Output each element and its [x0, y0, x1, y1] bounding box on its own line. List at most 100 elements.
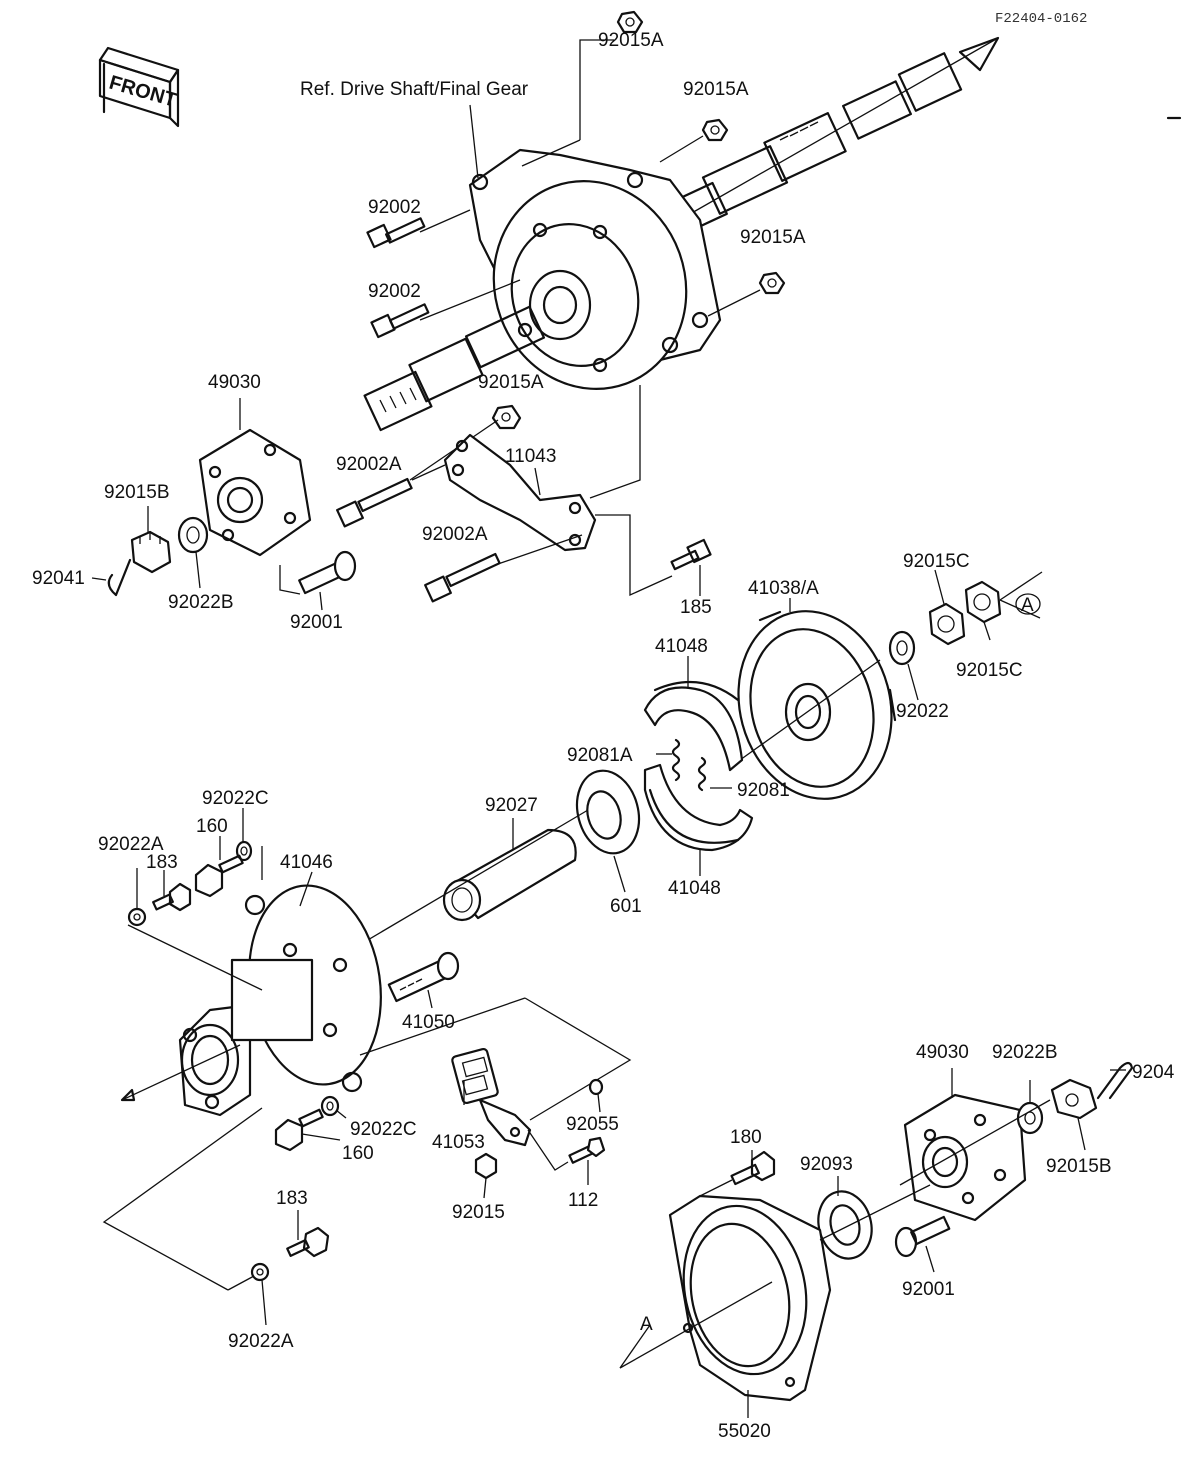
label-92055: 92055 [566, 1114, 619, 1135]
label-92002A-1: 92002A [336, 454, 402, 475]
bolt-92002A-upper [336, 477, 413, 528]
label-92001-2: 92001 [902, 1279, 955, 1300]
label-92002A-2: 92002A [422, 524, 488, 545]
washer-92022B-right [1016, 1101, 1044, 1135]
brake-cam-41050 [387, 951, 460, 1003]
axle-shaft-short [363, 305, 546, 432]
label-92022A-2: 92022A [228, 1331, 294, 1352]
bearing-holder-49030-left [198, 428, 312, 557]
brake-panel-41046 [178, 884, 382, 1117]
label-11043: 11043 [505, 446, 556, 467]
label-A-2: A [640, 1314, 653, 1335]
label-49030-2: 49030 [916, 1042, 969, 1063]
castle-nut-92015B-right [1050, 1078, 1098, 1120]
castle-nut-92015B-left [130, 530, 172, 574]
nut-92015A-top [616, 10, 644, 34]
label-41038A: 41038/A [748, 578, 819, 599]
brake-drum-41038A [737, 610, 897, 800]
label-49030-1: 49030 [208, 372, 261, 393]
spring-92081 [697, 756, 707, 792]
spring-92081A [671, 738, 681, 782]
label-183-2: 183 [276, 1188, 308, 1209]
label-92022C-1: 92022C [202, 788, 269, 809]
label-92022: 92022 [896, 701, 949, 722]
bolt-180 [730, 1150, 776, 1186]
cotter-pin-92041 [107, 558, 132, 597]
bolt-92001-left [298, 550, 357, 595]
label-92081A: 92081A [567, 745, 633, 766]
label-92093: 92093 [800, 1154, 853, 1175]
nut-92015A-mid [701, 118, 729, 142]
nut-92015C-inner [928, 602, 966, 646]
label-185: 185 [680, 597, 712, 618]
brake-lever-41053 [451, 1047, 532, 1147]
washer-92022C-lower [320, 1095, 340, 1117]
cotter-pin-9204 [1096, 1061, 1134, 1100]
label-41048-2: 41048 [668, 878, 721, 899]
washer-92022A-lower [250, 1262, 270, 1282]
label-180: 180 [730, 1127, 762, 1148]
label-160-2: 160 [342, 1143, 374, 1164]
final-gear-case [468, 148, 722, 390]
nut-92015 [474, 1152, 498, 1180]
bolt-92001-right [894, 1215, 951, 1258]
bracket-11043 [443, 433, 597, 552]
bolt-112 [568, 1136, 606, 1164]
label-92015C-1: 92015C [903, 551, 970, 572]
axle-shaft-long [666, 36, 1000, 237]
label-92081: 92081 [737, 780, 790, 801]
nut-92015C-outer [964, 580, 1002, 624]
label-112: 112 [568, 1190, 598, 1211]
front-indicator: FRONT [98, 46, 180, 128]
washer-92022A-upper [127, 907, 147, 927]
label-92015A-4: 92015A [478, 372, 544, 393]
nut-92015A-right [758, 271, 786, 295]
label-92022A-1: 92022A [98, 834, 164, 855]
washer-92022C-upper [235, 840, 253, 862]
label-601: 601 [610, 896, 642, 917]
bolt-92002-lower [370, 303, 430, 339]
bolt-160-lower [274, 1108, 324, 1152]
bearing-601 [575, 769, 641, 855]
bolt-160-upper [194, 854, 244, 898]
label-9204: 9204 [1132, 1062, 1175, 1083]
label-160-1: 160 [196, 816, 228, 837]
label-92022B-1: 92022B [168, 592, 234, 613]
bolt-183-lower [286, 1226, 330, 1258]
label-183-1: 183 [146, 852, 178, 873]
nut-92015A-lower [491, 404, 522, 430]
label-92002-2: 92002 [368, 281, 421, 302]
diagram-ref-code: F22404-0162 [995, 11, 1087, 27]
sleeve-92027 [442, 828, 577, 922]
label-92015C-2: 92015C [956, 660, 1023, 681]
cover-55020 [668, 1194, 832, 1402]
bolt-183-upper [152, 882, 192, 912]
label-92015B-1: 92015B [104, 482, 170, 503]
bolt-185 [670, 538, 712, 571]
label-92015A-2: 92015A [683, 79, 749, 100]
label-92041: 92041 [32, 568, 85, 589]
label-92015B-2: 92015B [1046, 1156, 1112, 1177]
washer-92055 [588, 1078, 604, 1096]
label-41048-1: 41048 [655, 636, 708, 657]
bearing-holder-49030-right [903, 1093, 1027, 1222]
label-A-1: A [1021, 595, 1034, 616]
label-ref-drive-shaft: Ref. Drive Shaft/Final Gear [300, 79, 529, 100]
label-41050: 41050 [402, 1012, 455, 1033]
washer-92022 [888, 630, 916, 666]
label-55020: 55020 [718, 1421, 771, 1442]
label-92015A-1: 92015A [598, 30, 664, 51]
label-41046: 41046 [280, 852, 333, 873]
bolt-92002A-lower [424, 552, 501, 603]
label-92022B-2: 92022B [992, 1042, 1058, 1063]
label-92022C-2: 92022C [350, 1119, 417, 1140]
label-41053: 41053 [432, 1132, 485, 1153]
label-92015A-3: 92015A [740, 227, 806, 248]
washer-92022B-left [177, 516, 209, 554]
label-92001-1: 92001 [290, 612, 343, 633]
bolt-92002-upper [366, 217, 426, 249]
label-92002-1: 92002 [368, 197, 421, 218]
label-92027: 92027 [485, 795, 538, 816]
brake-shoe-41048-lower [643, 763, 754, 852]
